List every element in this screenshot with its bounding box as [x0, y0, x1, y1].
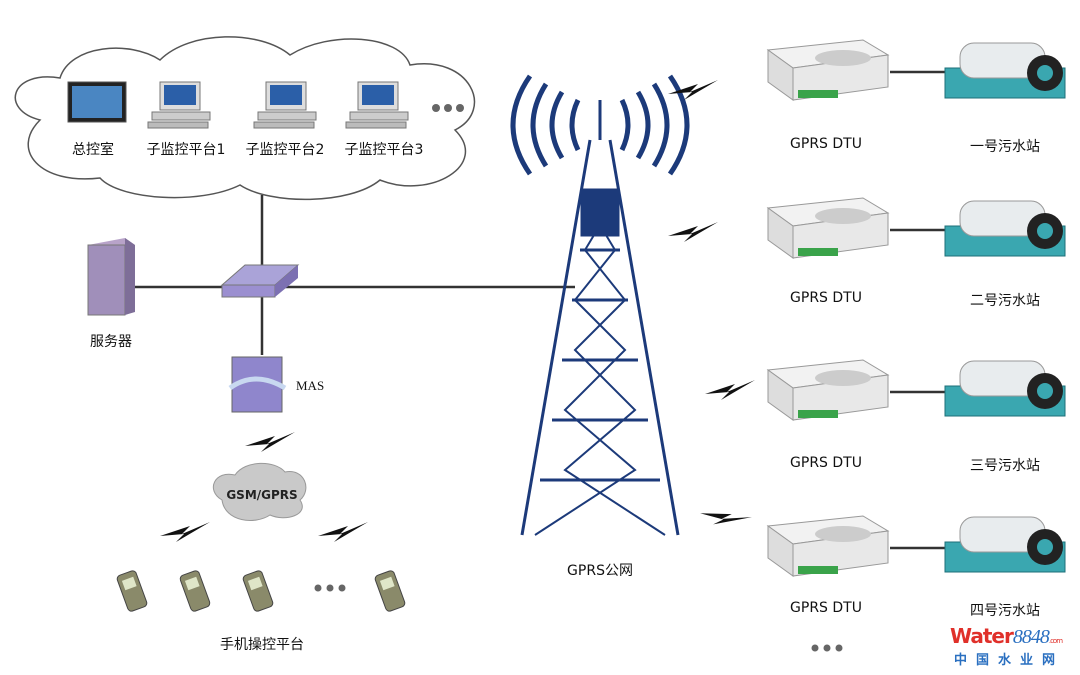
label-server: 服务器 [90, 334, 132, 350]
watermark-domain: .com [1048, 637, 1063, 645]
control-cloud [14, 36, 476, 201]
gsm-cloud [212, 462, 307, 521]
label-gsm-gprs: GSM/GPRS [226, 488, 298, 502]
label-gprs-network: GPRS公网 [567, 563, 633, 579]
watermark-brand: Water [950, 624, 1014, 648]
wireless-signal-icon [318, 522, 368, 542]
more-dots-icon [432, 104, 464, 112]
signal-waves-icon [510, 74, 690, 176]
label-station-2: 二号污水站 [970, 293, 1040, 309]
wireless-signal-icon [245, 432, 295, 452]
label-sub-platform-1: 子监控平台1 [146, 142, 226, 158]
wireless-signal-icon [160, 522, 210, 542]
label-sub-platform-3: 子监控平台3 [344, 142, 424, 158]
label-mobile-platform: 手机操控平台 [220, 637, 304, 653]
watermark-logo: Water8848.com 中国水业网 [950, 624, 1064, 668]
gprs-tower-icon [520, 100, 680, 536]
sewage-station-icon [944, 360, 1066, 417]
watermark-cn: 中国水业网 [954, 653, 1065, 668]
label-station-1: 一号污水站 [970, 139, 1040, 155]
sewage-station-icon [944, 516, 1066, 573]
phone-icon [115, 569, 149, 613]
label-station-3: 三号污水站 [970, 458, 1040, 474]
label-dtu: GPRS DTU [790, 455, 862, 471]
label-station-4: 四号污水站 [970, 603, 1040, 619]
watermark-number: 8848 [1012, 626, 1050, 648]
switch-icon [220, 264, 300, 298]
label-control-room: 总控室 [72, 142, 114, 158]
sewage-station-icon [944, 200, 1066, 257]
phone-icon [373, 569, 407, 613]
wireless-signal-icon [705, 380, 755, 400]
gprs-dtu-icon [767, 359, 889, 421]
more-dots-icon [314, 584, 346, 592]
gprs-dtu-icon [767, 197, 889, 259]
label-dtu: GPRS DTU [790, 290, 862, 306]
wireless-signal-icon [668, 222, 718, 242]
sewage-station-icon [944, 42, 1066, 99]
label-sub-platform-2: 子监控平台2 [245, 142, 325, 158]
phone-icon [178, 569, 212, 613]
label-dtu: GPRS DTU [790, 600, 862, 616]
wireless-signal-icon [698, 500, 752, 536]
phone-icon [241, 569, 275, 613]
server-icon [87, 238, 135, 316]
gprs-dtu-icon [767, 515, 889, 577]
more-dots-icon [811, 644, 843, 652]
gprs-dtu-icon [767, 39, 889, 101]
label-mas: MAS [296, 378, 325, 393]
mas-gateway-icon [228, 356, 287, 413]
connection-lines [135, 195, 575, 355]
label-dtu: GPRS DTU [790, 136, 862, 152]
